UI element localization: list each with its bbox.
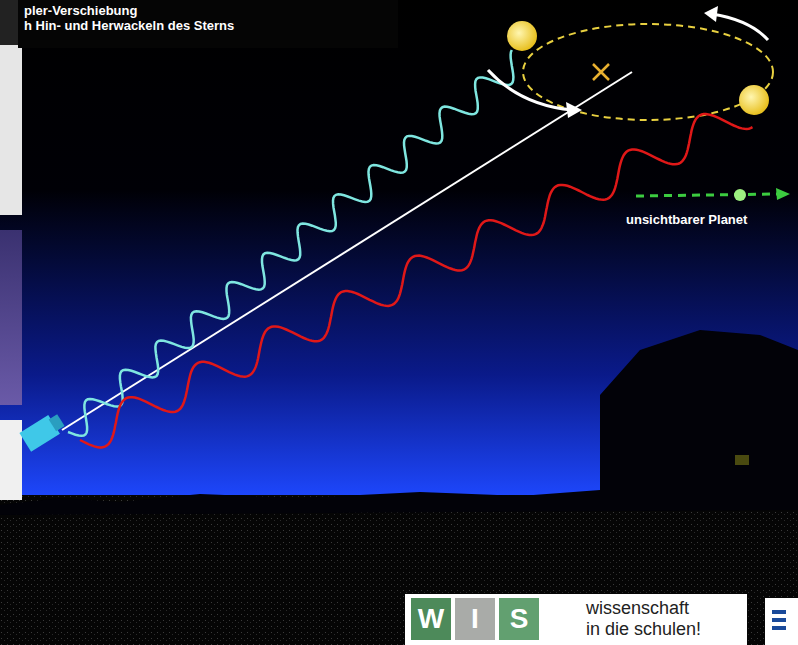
- logo-text: wissenschaft: [586, 598, 689, 619]
- header-line: h Hin- und Herwackeln des Sterns: [24, 18, 234, 33]
- planet-label: unsichtbarer Planet: [626, 212, 747, 227]
- header-line: pler-Verschiebung: [24, 3, 137, 18]
- logo-letter: I: [455, 598, 495, 640]
- red-shift-wave: [80, 114, 753, 447]
- logo-text: in die schulen!: [586, 619, 701, 640]
- logo-letter: S: [499, 598, 539, 640]
- logo-letter: W: [411, 598, 451, 640]
- blue-shift-wave: [68, 50, 513, 436]
